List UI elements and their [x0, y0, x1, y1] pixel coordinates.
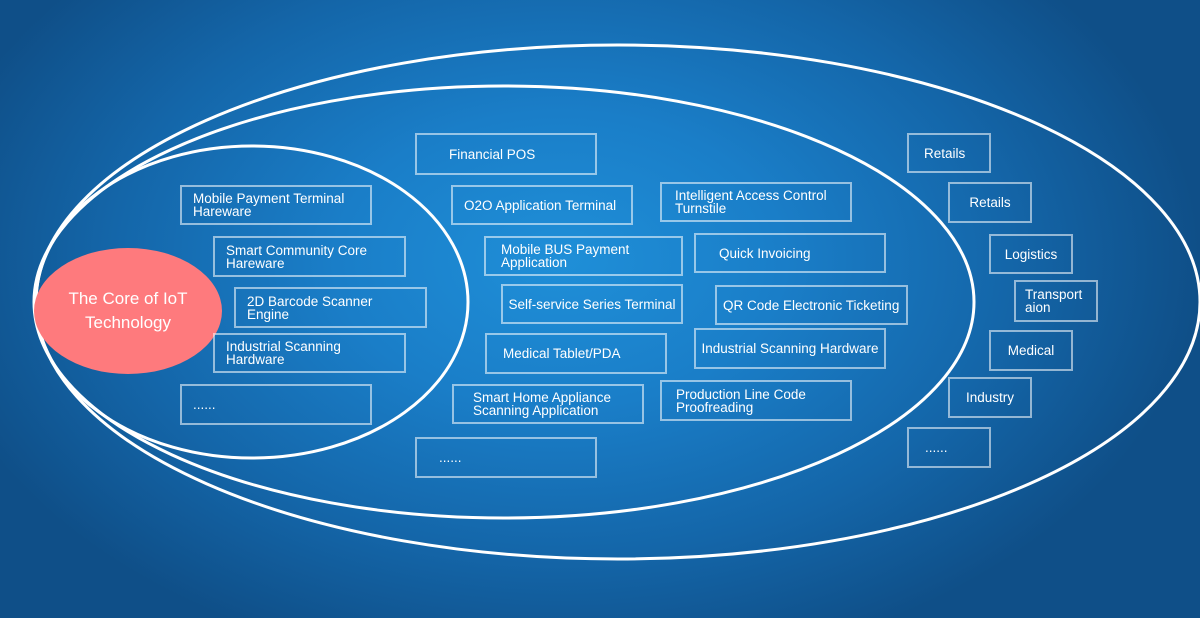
inner-item-smart-community-core: Smart Community Core Hareware — [213, 236, 406, 277]
middle-item-financial-pos: Financial POS — [415, 133, 597, 175]
middle-item-production-line: Production Line Code Proofreading — [660, 380, 852, 421]
inner-item-2d-barcode-engine: 2D Barcode Scanner Engine — [234, 287, 427, 328]
middle-item-smart-home-scanning: Smart Home Appliance Scanning Applicatio… — [452, 384, 644, 424]
outer-item-medical: Medical — [989, 330, 1073, 371]
middle-item-self-service-terminal: Self-service Series Terminal — [501, 284, 683, 324]
inner-item-industrial-scanning: Industrial Scanning Hardware — [213, 333, 406, 373]
middle-item-o2o-terminal: O2O Application Terminal — [451, 185, 633, 225]
inner-item-mobile-payment-terminal: Mobile Payment Terminal Hareware — [180, 185, 372, 225]
middle-item-more: ...... — [415, 437, 597, 478]
inner-item-more: ...... — [180, 384, 372, 425]
middle-item-industrial-scanning: Industrial Scanning Hardware — [694, 328, 886, 369]
outer-item-transportation: Transport aion — [1014, 280, 1098, 322]
outer-item-retails-1: Retails — [907, 133, 991, 173]
middle-item-bus-payment: Mobile BUS Payment Application — [484, 236, 683, 276]
outer-item-more: ...... — [907, 427, 991, 468]
middle-item-quick-invoicing: Quick Invoicing — [694, 233, 886, 273]
outer-item-industry: Industry — [948, 377, 1032, 418]
outer-item-logistics: Logistics — [989, 234, 1073, 274]
outer-item-retails-2: Retails — [948, 182, 1032, 223]
middle-item-access-control: Intelligent Access Control Turnstile — [660, 182, 852, 222]
middle-item-qr-ticketing: QR Code Electronic Ticketing — [715, 285, 908, 325]
middle-item-medical-tablet: Medical Tablet/PDA — [485, 333, 667, 374]
core-ellipse: The Core of IoT Technology — [34, 248, 222, 374]
